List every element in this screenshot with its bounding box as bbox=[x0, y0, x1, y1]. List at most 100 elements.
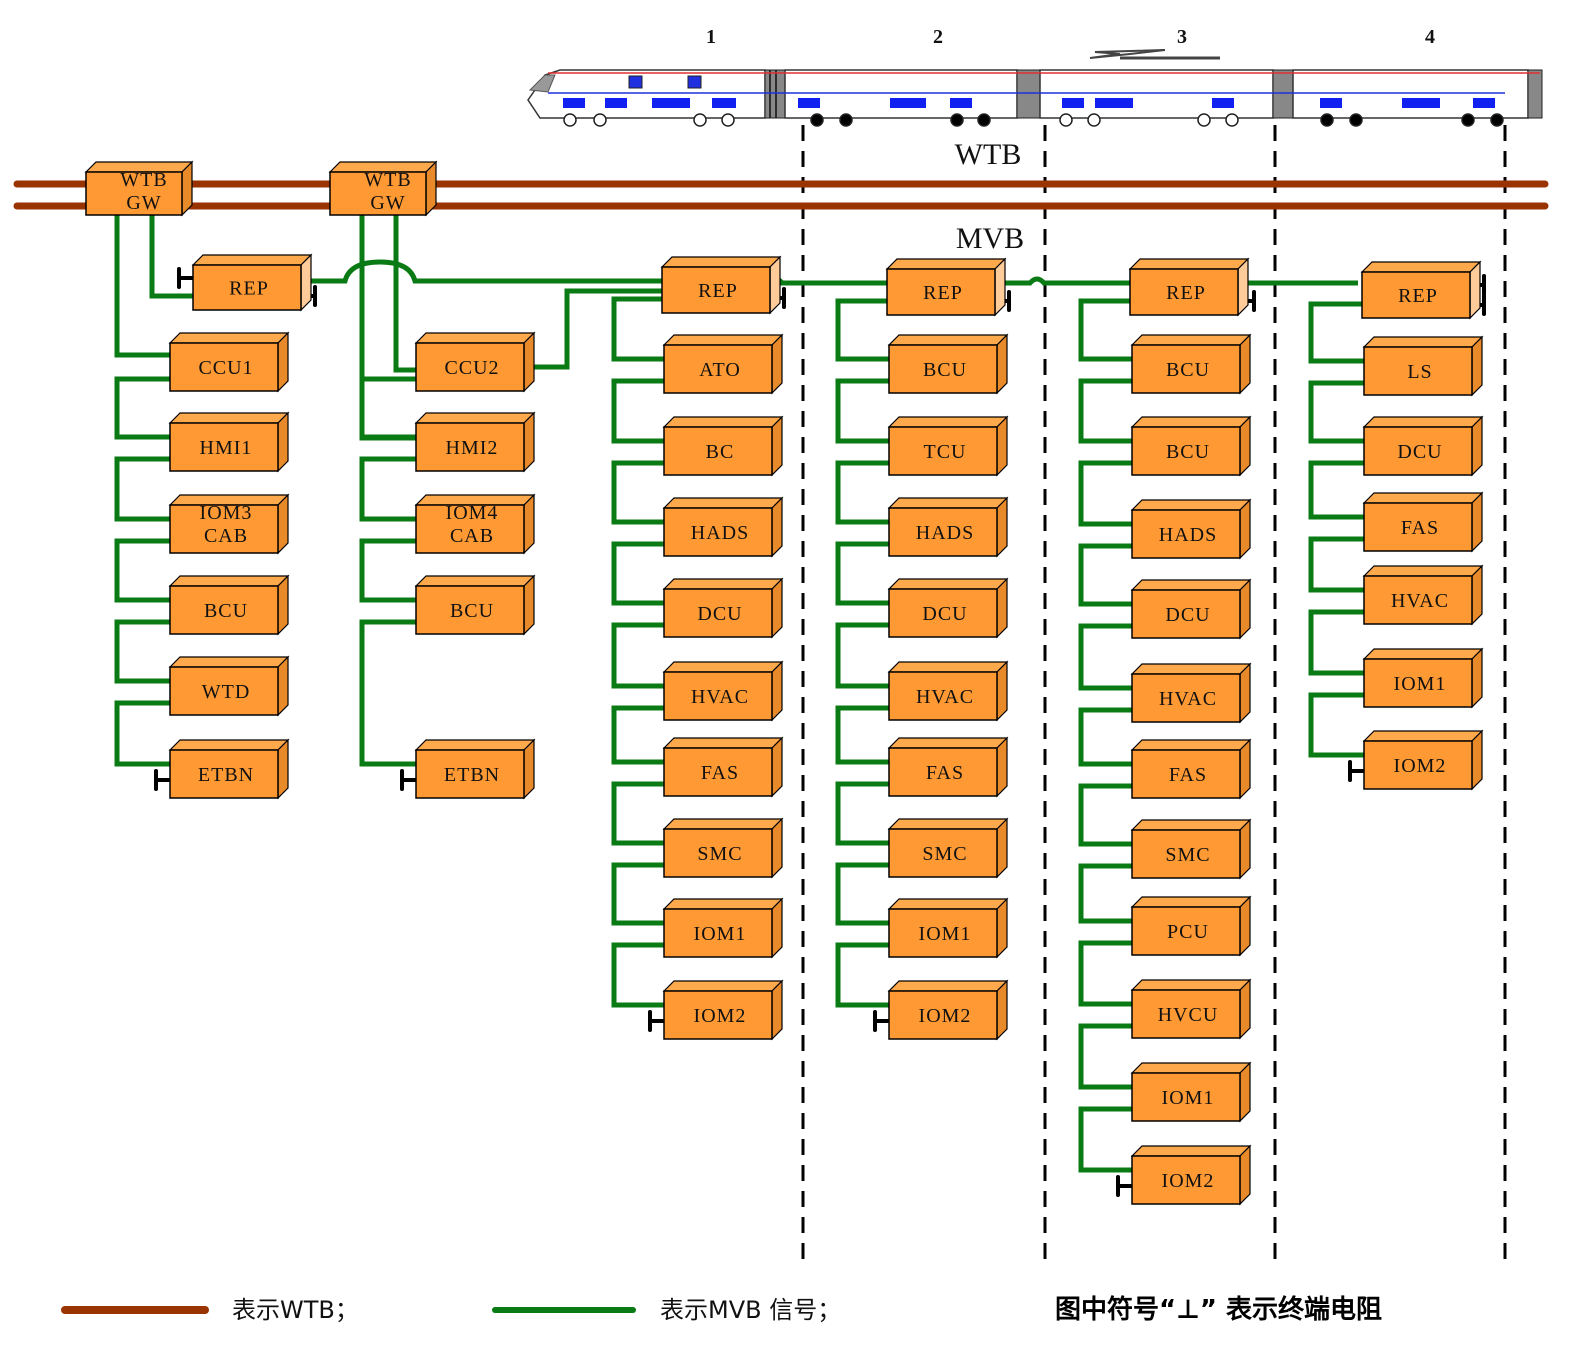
box-side bbox=[771, 333, 783, 395]
box-front bbox=[1131, 829, 1241, 879]
device-car3: HVCU bbox=[1130, 978, 1252, 1040]
device-label: IOM3 bbox=[200, 502, 253, 524]
device-label: DCU bbox=[697, 603, 742, 625]
box-front bbox=[415, 504, 525, 554]
device-car3: PCU bbox=[1130, 895, 1252, 957]
box-top bbox=[414, 332, 536, 344]
box-side bbox=[1471, 491, 1483, 553]
mvb-wire bbox=[835, 862, 889, 926]
box-side bbox=[1471, 335, 1483, 397]
box-side bbox=[1239, 978, 1251, 1040]
mvb-wire bbox=[611, 378, 664, 444]
box-top bbox=[1362, 565, 1484, 577]
box-side bbox=[996, 577, 1008, 639]
device-car1: BC bbox=[662, 415, 784, 477]
device-cab-a: CCU1 bbox=[168, 331, 290, 393]
box-front bbox=[1363, 502, 1473, 552]
box-side bbox=[1469, 260, 1481, 320]
device-car1: SMC bbox=[662, 817, 784, 879]
box-side bbox=[1471, 647, 1483, 709]
device-label: SMC bbox=[1165, 844, 1210, 866]
box-front bbox=[1363, 658, 1473, 708]
mvb-wire bbox=[359, 376, 416, 440]
box-front bbox=[888, 671, 998, 721]
box-front bbox=[663, 426, 773, 476]
device-car2: TCU bbox=[887, 415, 1009, 477]
mvb-wire bbox=[114, 456, 170, 522]
device-cab-a: BCU bbox=[168, 574, 290, 636]
device-label: WTD bbox=[202, 681, 251, 703]
device-car2: SMC bbox=[887, 817, 1009, 879]
box-front bbox=[169, 749, 279, 799]
device-car4: DCU bbox=[1362, 415, 1484, 477]
device-label: REP bbox=[1398, 285, 1438, 307]
mvb-wire bbox=[1078, 543, 1132, 607]
box-side bbox=[996, 817, 1008, 879]
box-front bbox=[1131, 344, 1241, 394]
mvb-wire bbox=[611, 460, 664, 525]
device-label: IOM2 bbox=[1162, 1170, 1215, 1192]
box-front bbox=[1363, 426, 1473, 476]
box-front bbox=[169, 585, 279, 635]
device-label: IOM2 bbox=[1394, 755, 1447, 777]
gateway-label: WTB bbox=[364, 169, 411, 191]
mvb-wire bbox=[1308, 380, 1364, 444]
box-top bbox=[168, 332, 290, 344]
mvb-wire bbox=[611, 942, 664, 1008]
box-front bbox=[169, 342, 279, 392]
box-top bbox=[1128, 258, 1250, 270]
device-label: CAB bbox=[204, 525, 248, 547]
devices: WTBGWWTBGWREPCCU1HMI1IOM3CABBCUWTDETBNCC… bbox=[84, 160, 1484, 1206]
device-cab-b: ETBN bbox=[414, 738, 536, 800]
box-side bbox=[1237, 257, 1249, 317]
box-front bbox=[1131, 1072, 1241, 1122]
repeater-car2: REP bbox=[885, 257, 1007, 317]
box-side bbox=[277, 331, 289, 393]
device-label: REP bbox=[698, 280, 738, 302]
box-top bbox=[1362, 730, 1484, 742]
device-label: DCU bbox=[1397, 441, 1442, 463]
device-cab-a: HMI1 bbox=[168, 411, 290, 473]
device-car2: HVAC bbox=[887, 660, 1009, 722]
box-side bbox=[1239, 662, 1251, 724]
device-label: SMC bbox=[697, 843, 742, 865]
box-front bbox=[1129, 268, 1239, 316]
box-top bbox=[660, 256, 782, 268]
device-car3: HVAC bbox=[1130, 662, 1252, 724]
box-side bbox=[996, 979, 1008, 1041]
box-front bbox=[1363, 346, 1473, 396]
device-label: LS bbox=[1407, 361, 1432, 383]
mvb-wire bbox=[835, 378, 889, 444]
device-label: CCU2 bbox=[444, 357, 499, 379]
box-top bbox=[1130, 896, 1252, 908]
car-number-1: 1 bbox=[706, 26, 716, 48]
box-front bbox=[888, 908, 998, 958]
box-top bbox=[887, 334, 1009, 346]
box-top bbox=[1130, 739, 1252, 751]
box-top bbox=[1360, 261, 1482, 273]
mvb-wire bbox=[835, 298, 889, 362]
gateway-label: GW bbox=[126, 192, 161, 214]
device-car3: SMC bbox=[1130, 818, 1252, 880]
device-cab-b: HMI2 bbox=[414, 411, 536, 473]
box-side bbox=[1239, 818, 1251, 880]
mvb-wire bbox=[835, 460, 889, 525]
mvb-wire bbox=[359, 619, 416, 767]
box-side bbox=[277, 655, 289, 717]
device-label: FAS bbox=[701, 762, 739, 784]
box-side bbox=[771, 577, 783, 639]
box-front bbox=[663, 344, 773, 394]
mvb-wire bbox=[359, 538, 416, 603]
device-car2: BCU bbox=[887, 333, 1009, 395]
box-front bbox=[415, 422, 525, 472]
device-label: IOM2 bbox=[694, 1005, 747, 1027]
mvb-wire bbox=[524, 288, 662, 370]
device-car1: HADS bbox=[662, 496, 784, 558]
device-car4: HVAC bbox=[1362, 564, 1484, 626]
box-front bbox=[1131, 906, 1241, 956]
box-top bbox=[887, 737, 1009, 749]
legend-mvb-text: 表示MVB 信号； bbox=[660, 1296, 841, 1324]
mvb-wire bbox=[114, 619, 170, 684]
mvb-label: MVB bbox=[956, 222, 1024, 255]
